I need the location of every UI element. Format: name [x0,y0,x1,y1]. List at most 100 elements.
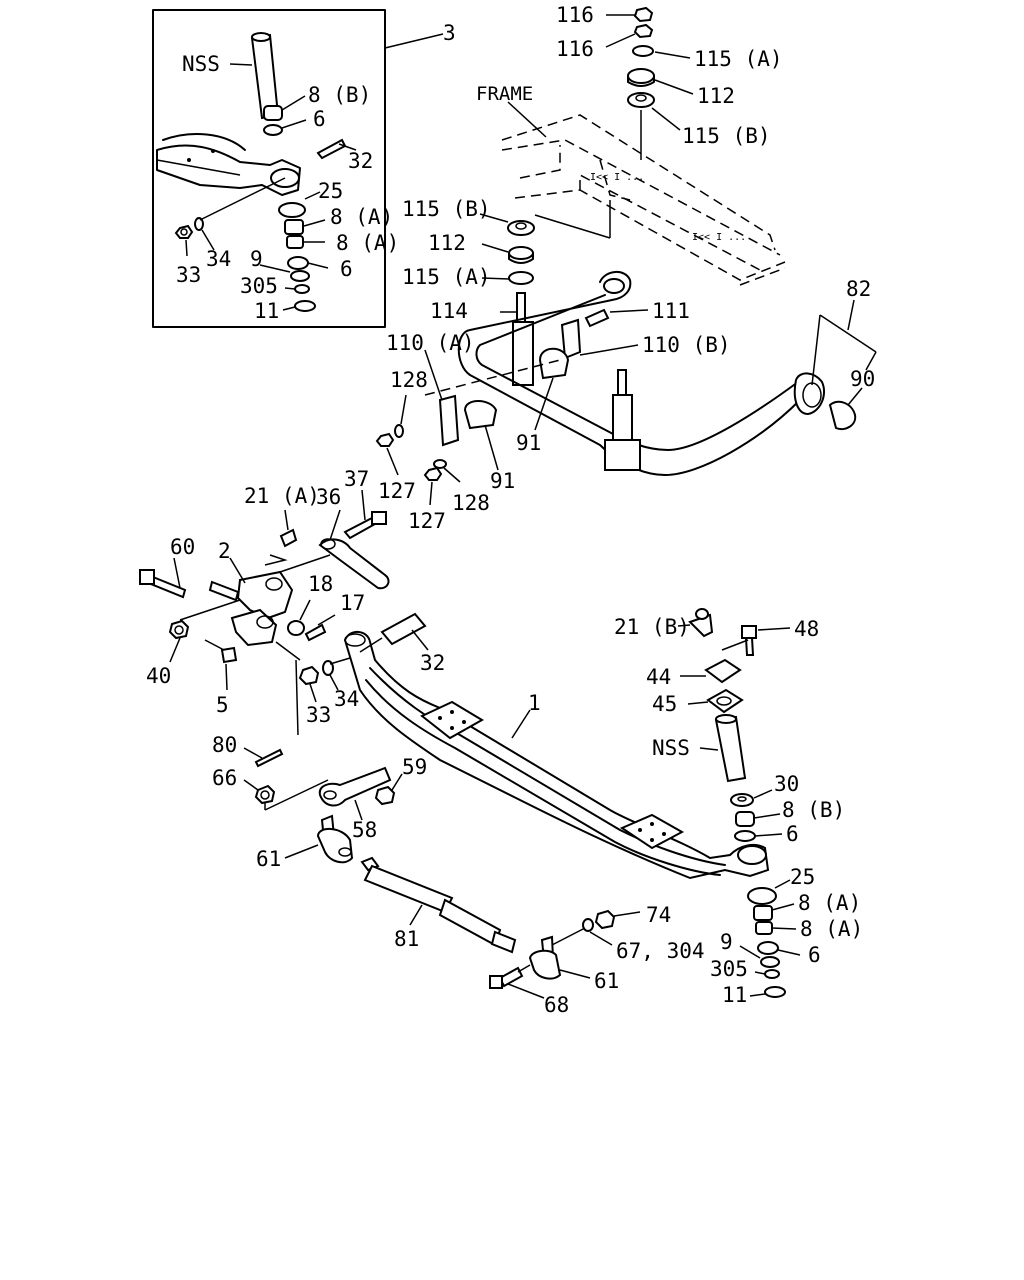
washer-67 [582,918,594,932]
bushing-25b [747,887,777,905]
label-48: 48 [794,617,819,641]
seal-6d [757,941,779,955]
label-127b: 127 [408,509,446,533]
nut-33b [298,665,320,686]
label-61b: 61 [594,969,619,993]
label-81: 81 [394,927,419,951]
label-9a: 9 [250,247,263,271]
bushing-8b-2 [735,811,755,827]
steering-knuckle-left [139,489,390,736]
label-6d: 6 [808,943,821,967]
label-59: 59 [402,755,427,779]
bolt-68 [498,966,524,988]
label-17: 17 [340,591,365,615]
inset-detail-3 [152,9,444,328]
label-nss-2: NSS [652,736,690,760]
label-110b: 110 (B) [642,333,731,357]
cover-44 [704,658,742,684]
stabilizer-bar [457,271,813,476]
label-115a-2: 115 (A) [402,265,491,289]
right-knuckle-parts [677,608,801,998]
nut-116a [633,6,654,23]
callout-labels: 3 NSS 8 (B) 6 32 25 8 (A) 8 (A) 9 6 305 … [146,3,875,1017]
bolt-111 [584,308,610,328]
inset-frame [152,9,386,328]
label-8a-4: 8 (A) [800,917,863,941]
label-34b: 34 [334,687,359,711]
label-112b: 112 [428,231,466,255]
ring-11a [294,300,316,312]
nut-74 [594,909,616,930]
label-11a: 11 [254,299,279,323]
tie-rod-end-61a [316,828,354,864]
label-115b-1: 115 (B) [682,124,771,148]
nut-127b [423,466,443,481]
label-8a-1: 8 (A) [330,205,393,229]
washer-115a [632,45,654,57]
label-66: 66 [212,766,237,790]
label-74: 74 [646,903,671,927]
bushing-25a [278,202,306,218]
washer-34a [194,217,204,231]
frame-rail: I<< I ... I<< I ... [501,101,786,286]
clamp-91b [463,400,498,430]
label-90: 90 [850,367,875,391]
seal-6c [734,830,756,842]
label-32a: 32 [348,149,373,173]
label-305b: 305 [710,957,748,981]
bushing-8b [263,105,283,121]
bushing-90 [828,400,857,431]
label-21b: 21 (B) [614,615,690,639]
label-68: 68 [544,993,569,1017]
label-67-304: 67, 304 [616,939,705,963]
bushing-112b [508,246,534,260]
bolt-37 [343,516,377,540]
clamp-91a [538,347,570,380]
spring-pad-right [619,813,685,850]
label-116b: 116 [556,37,594,61]
label-2: 2 [218,539,231,563]
washer-115a-2 [508,271,534,285]
label-32b: 32 [420,651,445,675]
grease-nipple-21a [279,528,298,548]
tie-rod-81 [363,864,454,914]
label-115a-1: 115 (A) [694,47,783,71]
bolt-17 [304,623,327,642]
top-mount-hardware [605,6,694,160]
label-33b: 33 [306,703,331,727]
label-91b: 91 [490,469,515,493]
nut-66 [254,784,276,805]
label-34a: 34 [206,247,231,271]
label-25a: 25 [318,179,343,203]
label-58: 58 [352,818,377,842]
label-6a: 6 [313,107,326,131]
cotter-pin-80 [254,748,284,768]
label-115b-2: 115 (B) [402,197,491,221]
label-30: 30 [774,772,799,796]
label-37: 37 [344,467,369,491]
label-45: 45 [652,692,677,716]
gasket-45 [706,688,744,714]
label-44: 44 [646,665,671,689]
washer-128b [433,459,447,469]
stabilizer-assembly [375,213,877,506]
king-pin-nss-2 [714,715,747,783]
label-1: 1 [528,691,541,715]
label-25b: 25 [790,865,815,889]
ring-11b [764,986,786,998]
label-9b: 9 [720,930,733,954]
label-33a: 33 [176,263,201,287]
label-112a: 112 [697,84,735,108]
bracket-110b [560,318,582,360]
label-frame: FRAME [476,83,533,105]
label-110a: 110 (A) [386,331,475,355]
label-128a: 128 [390,368,428,392]
label-5: 5 [216,693,229,717]
label-127a: 127 [378,479,416,503]
label-60: 60 [170,535,195,559]
label-91a: 91 [516,431,541,455]
label-6c: 6 [786,822,799,846]
label-6b: 6 [340,257,353,281]
pin-5 [220,646,238,664]
bolt-32b [380,612,427,646]
